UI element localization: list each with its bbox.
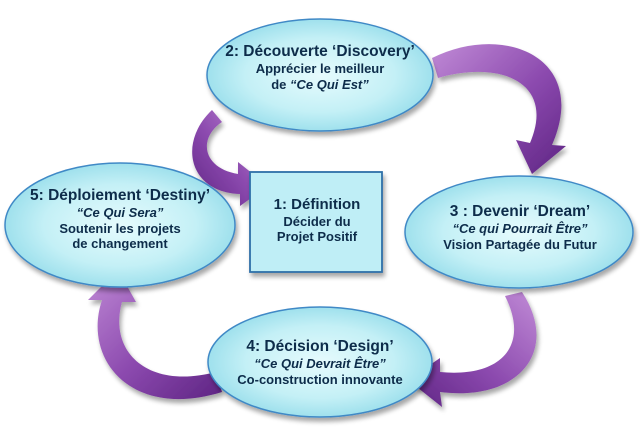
stage-design-quote: “Ce Qui Devrait Être”: [254, 356, 386, 372]
stage-dream-line2: Vision Partagée du Futur: [443, 236, 597, 252]
arrow-discovery-to-dream: [432, 44, 566, 174]
ellipse-design: [207, 306, 433, 418]
stage-design-line2: Co-construction innovante: [237, 371, 403, 387]
arrow-dream-to-design: [408, 292, 537, 407]
arrow-discovery-to-definition: [192, 110, 268, 206]
stage-discovery-quote: “Ce Qui Est”: [290, 76, 369, 92]
definition-line2: Projet Positif: [276, 229, 358, 245]
stage-discovery-text: 2: Découverte ‘Discovery’ Apprécier le m…: [200, 43, 440, 92]
stage-dream-title: 3 : Devenir ‘Dream’: [449, 203, 591, 220]
stage-destiny-text: 5: Déploiement ‘Destiny’ “Ce Qui Sera” S…: [0, 187, 240, 251]
stage-dream-quote: “Ce qui Pourrait Être”: [452, 221, 588, 237]
stage-destiny-title: 5: Déploiement ‘Destiny’: [29, 187, 210, 204]
ellipse-dream: [404, 175, 634, 289]
arrow-design-to-destiny: [88, 270, 222, 400]
stage-discovery-title: 2: Découverte ‘Discovery’: [225, 43, 415, 60]
definition-line1: Décider du: [283, 213, 351, 229]
stage-destiny-line2: Soutenir les projets: [59, 220, 181, 236]
stage-discovery-line1: Apprécier le meilleur: [255, 61, 385, 77]
stage-destiny-line3: de changement: [72, 235, 168, 251]
stage-discovery-line2: de “Ce Qui Est”: [200, 77, 440, 92]
definition-title: 1: Définition: [273, 196, 361, 213]
stage-discovery-line2-prefix: de: [271, 76, 291, 92]
stage-design-title: 4: Décision ‘Design’: [246, 338, 394, 355]
ellipse-discovery: [206, 18, 434, 132]
stage-design-text: 4: Décision ‘Design’ “Ce Qui Devrait Êtr…: [200, 338, 440, 387]
definition-text: 1: Définition Décider du Projet Positif: [251, 196, 383, 244]
ellipse-destiny: [4, 162, 236, 288]
stage-destiny-quote: “Ce Qui Sera”: [76, 205, 164, 221]
definition-box: [249, 171, 383, 273]
stage-dream-text: 3 : Devenir ‘Dream’ “Ce qui Pourrait Êtr…: [400, 203, 640, 252]
